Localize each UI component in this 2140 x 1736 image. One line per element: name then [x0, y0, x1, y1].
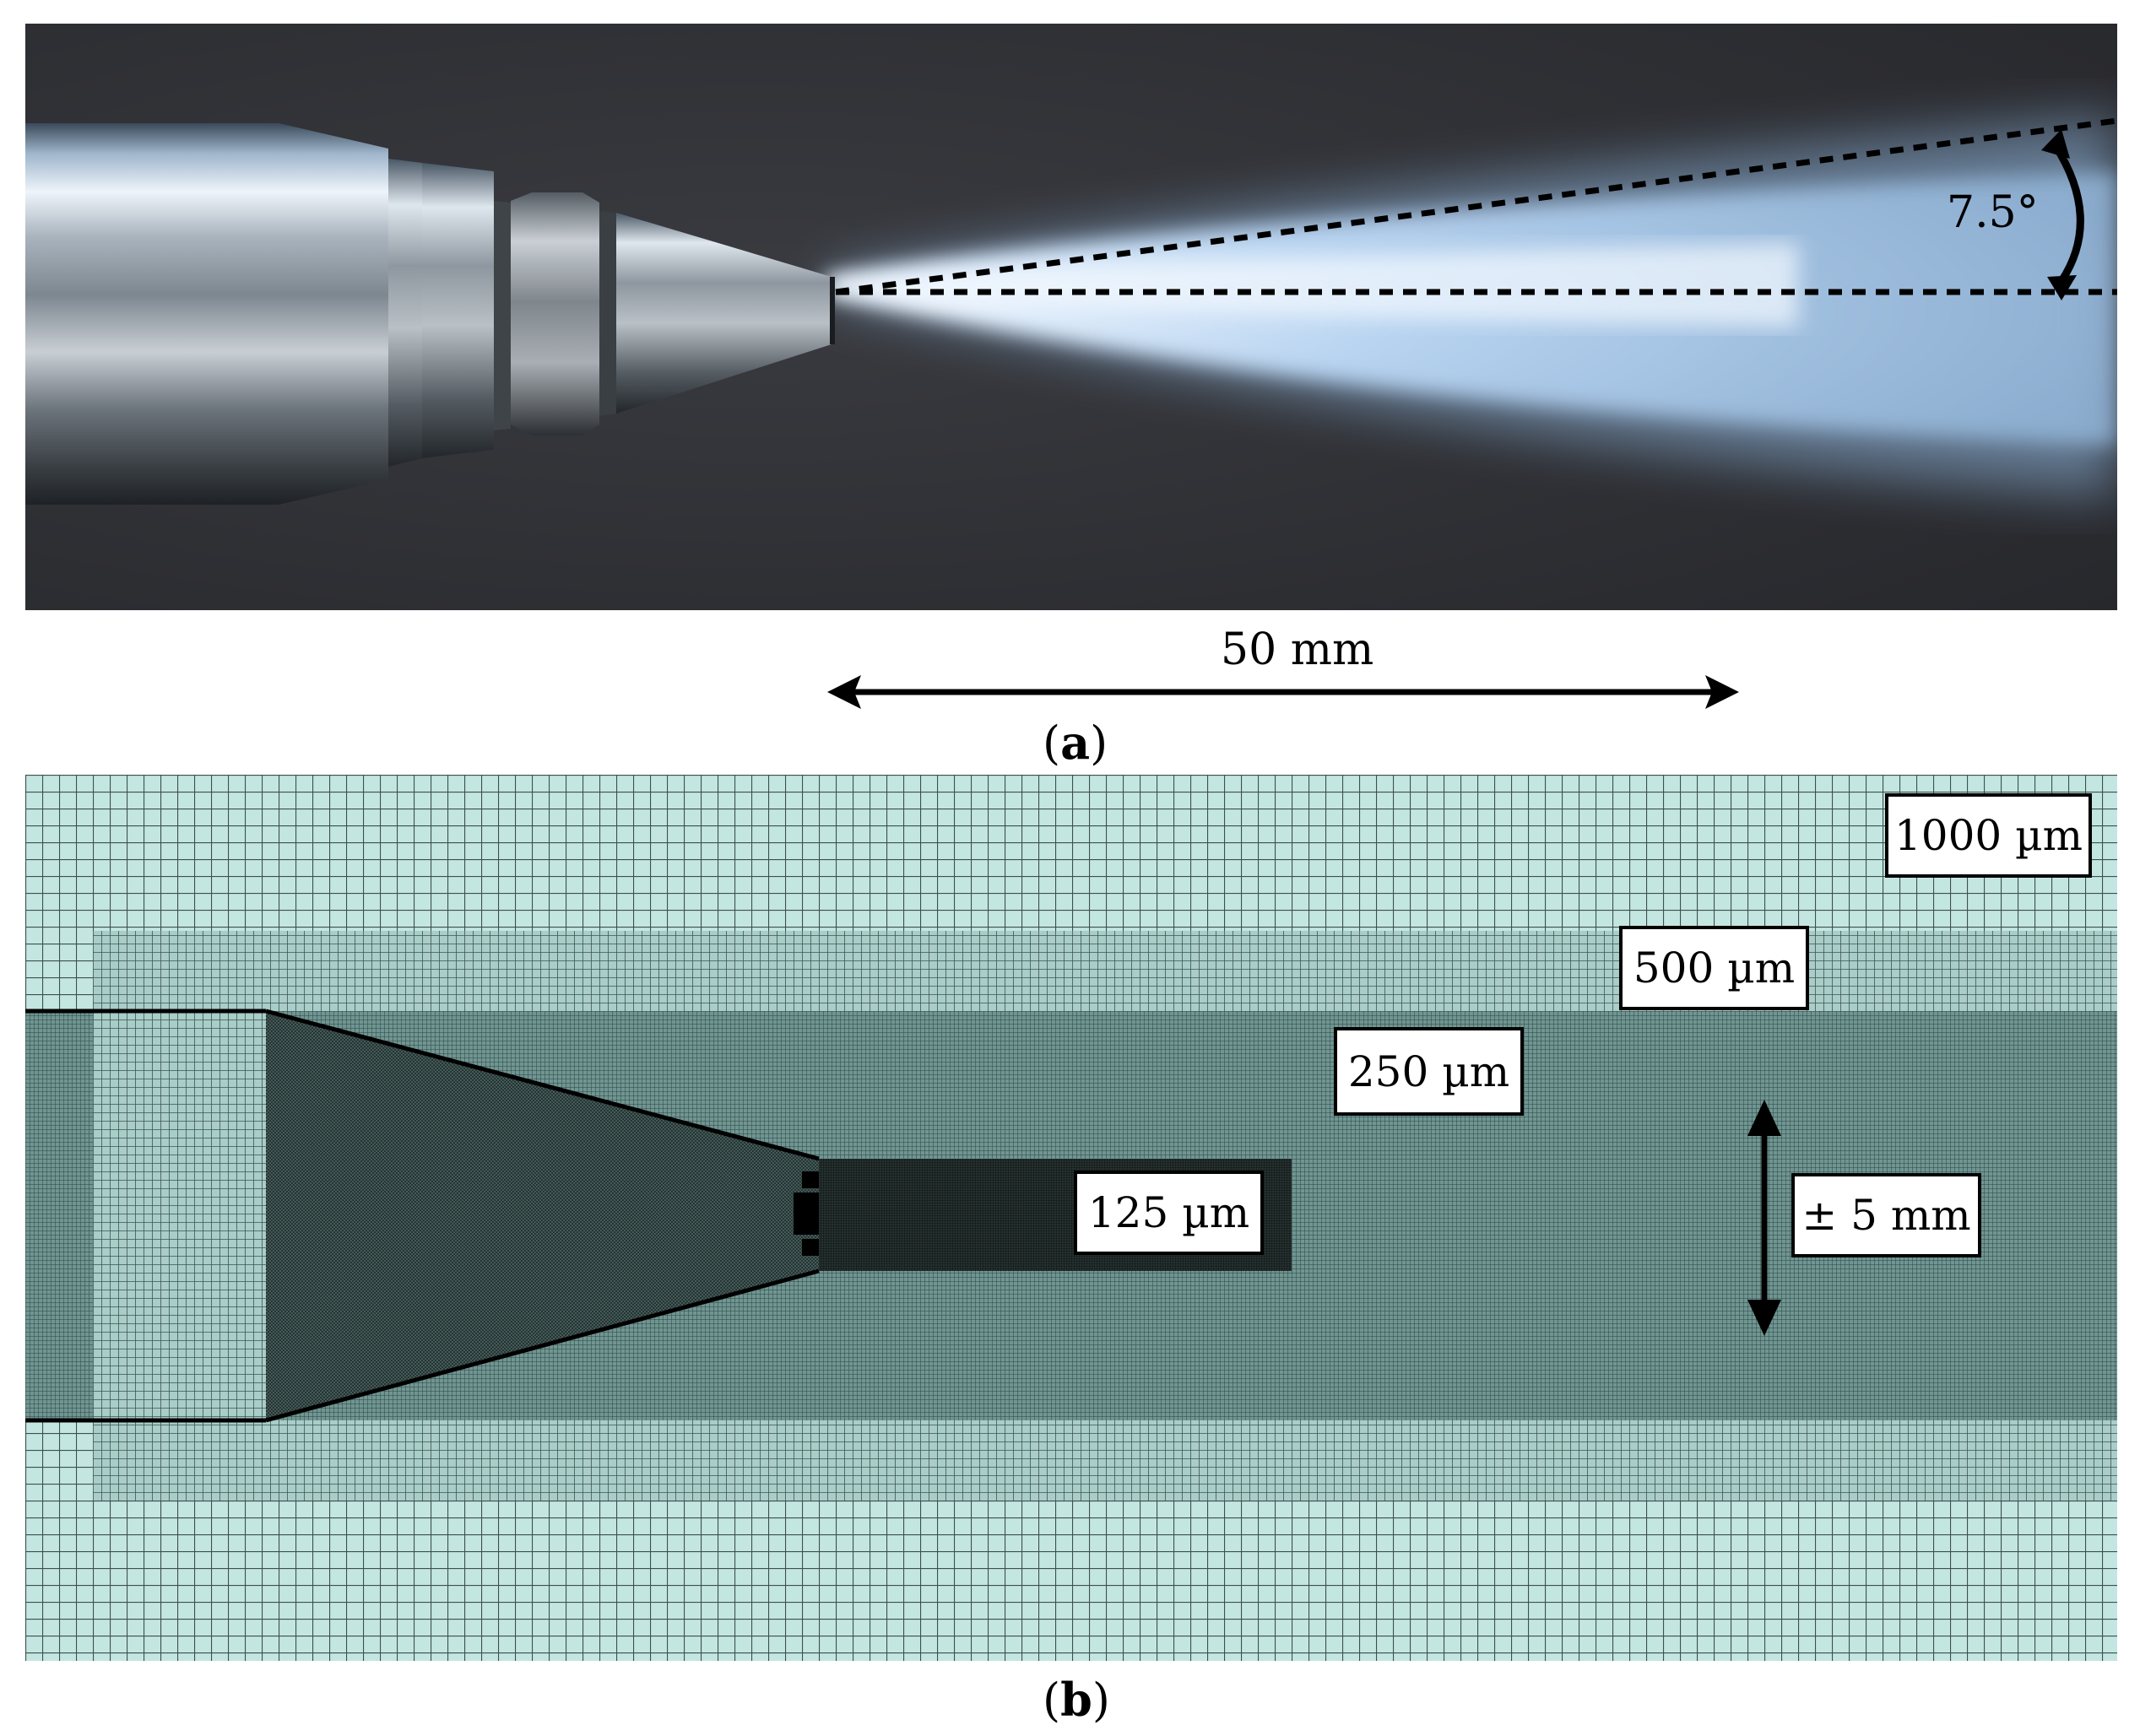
caption-a-letter: a [1060, 716, 1091, 770]
spray-edge-dashed [835, 117, 2117, 295]
angle-arc-arrow [2041, 129, 2084, 300]
orifice-steps [794, 1171, 819, 1256]
label-1000um: 1000 µm [1885, 793, 2092, 878]
nozzle-cylinder-mesh [93, 1011, 266, 1420]
scale-bar [827, 675, 1739, 709]
label-500um: 500 µm [1619, 926, 1809, 1010]
nozzle [25, 123, 835, 505]
caption-b-letter: b [1060, 1673, 1092, 1727]
scale-label: 50 mm [1221, 625, 1374, 675]
label-250um: 250 µm [1334, 1027, 1524, 1116]
nozzle-outline [25, 1009, 820, 1423]
nozzle-cone-mesh [266, 1011, 819, 1420]
caption-b: (b) [1043, 1673, 1110, 1727]
spray-angle-lines [835, 117, 2117, 295]
label-125um: 125 µm [1074, 1171, 1264, 1255]
caption-a: (a) [1043, 716, 1108, 770]
nozzle-spray-photo [25, 24, 2117, 610]
angle-label: 7.5° [1947, 187, 2039, 238]
range-arrow [1747, 1100, 1781, 1336]
spray-plume [827, 116, 2117, 496]
label-range-5mm: ± 5 mm [1791, 1173, 1981, 1257]
